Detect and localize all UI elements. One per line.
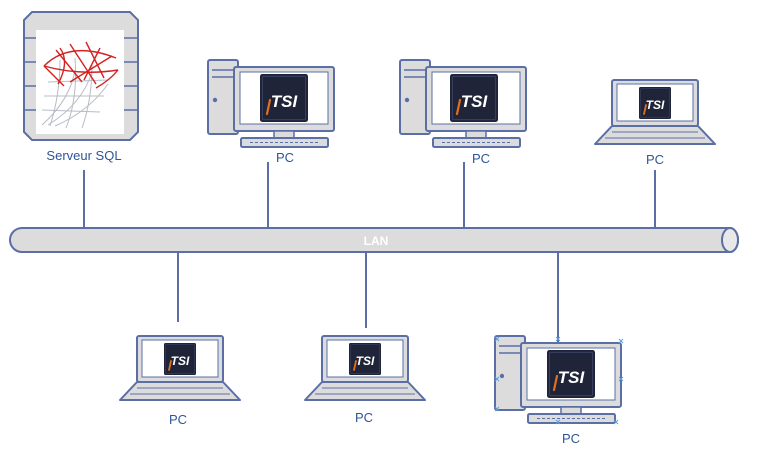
laptop-icon: TSI — [119, 335, 241, 401]
sql-server-icon — [23, 11, 139, 141]
pc-node-4[interactable]: TSI PC — [119, 335, 241, 427]
tsi-logo-icon: TSI — [450, 74, 498, 122]
pc-label-5: PC — [355, 410, 373, 425]
desktop-computer-icon: TSI — [494, 335, 622, 424]
tsi-logo-icon: TSI — [349, 343, 381, 375]
laptop-icon: TSI — [594, 79, 716, 145]
pc-node-3[interactable]: TSI PC — [594, 79, 716, 167]
resize-handle-icon[interactable] — [555, 336, 561, 342]
pc-node-5[interactable]: TSI PC — [304, 335, 426, 425]
svg-text:TSI: TSI — [461, 92, 489, 111]
resize-handle-icon[interactable] — [494, 406, 500, 412]
svg-text:TSI: TSI — [558, 368, 586, 387]
pc-label-2: PC — [472, 151, 490, 166]
resize-handle-icon[interactable] — [555, 419, 561, 425]
tsi-logo-icon: TSI — [164, 343, 196, 375]
pc-label-3: PC — [646, 152, 664, 167]
resize-handle-icon[interactable] — [613, 419, 619, 425]
pc-label-4: PC — [169, 412, 187, 427]
resize-handle-icon[interactable] — [618, 338, 624, 344]
pc-label-1: PC — [276, 150, 294, 165]
connectors — [83, 162, 656, 350]
sql-server[interactable]: Serveur SQL — [23, 11, 139, 163]
pc-node-1[interactable]: TSI PC — [207, 59, 335, 165]
resize-handle-icon[interactable] — [494, 336, 500, 342]
server-label: Serveur SQL — [46, 148, 121, 163]
desktop-computer-icon: TSI — [207, 59, 335, 148]
selection-handles[interactable] — [494, 336, 624, 425]
svg-text:TSI: TSI — [356, 354, 375, 368]
tsi-logo-icon: TSI — [639, 87, 671, 119]
svg-text:TSI: TSI — [271, 92, 299, 111]
tsi-logo-icon: TSI — [260, 74, 308, 122]
svg-text:TSI: TSI — [646, 98, 665, 112]
desktop-computer-icon: TSI — [399, 59, 527, 148]
pc-label-6: PC — [562, 431, 580, 446]
pc-node-6[interactable]: TSI PC — [494, 335, 624, 446]
lan-label: LAN — [364, 234, 389, 248]
pc-node-2[interactable]: TSI PC — [399, 59, 527, 166]
resize-handle-icon[interactable] — [618, 376, 624, 382]
laptop-icon: TSI — [304, 335, 426, 401]
resize-handle-icon[interactable] — [494, 376, 500, 382]
tsi-logo-icon: TSI — [547, 350, 595, 398]
svg-text:TSI: TSI — [171, 354, 190, 368]
lan-bus: LAN — [9, 227, 739, 253]
